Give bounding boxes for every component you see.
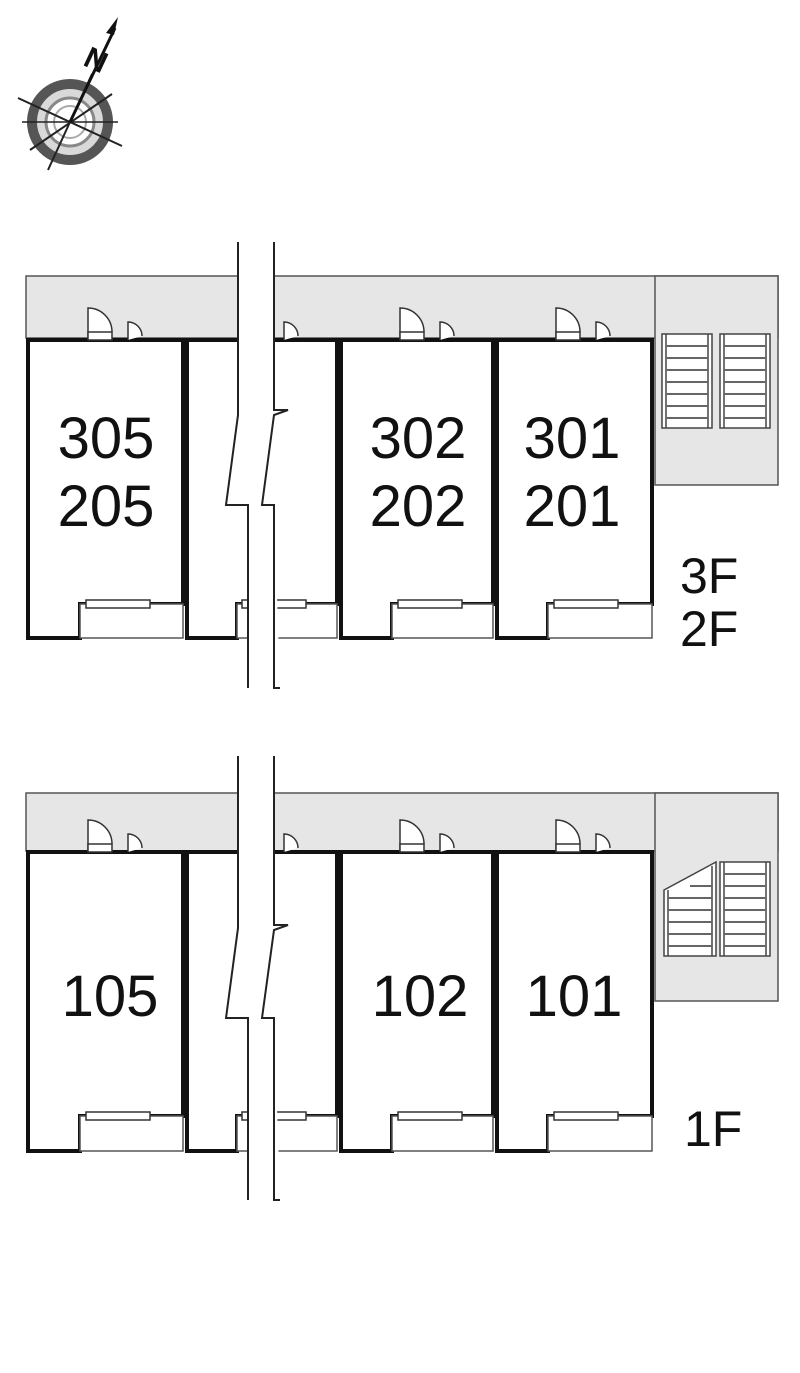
door	[595, 833, 611, 852]
door	[439, 833, 455, 852]
window	[85, 1111, 151, 1121]
door	[595, 321, 611, 340]
door	[127, 321, 143, 340]
omission-break-line-right	[260, 242, 289, 689]
compass-north-letter: N	[79, 41, 113, 80]
unit-number-302: 302	[370, 406, 467, 471]
window	[397, 1111, 463, 1121]
door-step	[399, 331, 425, 341]
floor-label-1f: 1F	[684, 1101, 742, 1157]
unit-number-101: 101	[526, 964, 623, 1029]
upper-floor-plan: 305 205 302 202 301 201 3F 2F	[25, 242, 779, 689]
window	[85, 599, 151, 609]
omission-break-line-right	[260, 756, 289, 1201]
door-step	[555, 843, 581, 853]
door-step	[399, 843, 425, 853]
unit-number-201: 201	[524, 474, 621, 539]
omission-break-line-left	[224, 756, 249, 1200]
unit-number-102: 102	[372, 964, 469, 1029]
balcony	[547, 1115, 653, 1152]
window	[397, 599, 463, 609]
unit-number-301: 301	[524, 406, 621, 471]
unit-number-202: 202	[370, 474, 467, 539]
floor-label-3f: 3F	[680, 548, 738, 604]
balcony	[391, 1115, 494, 1152]
unit-number-205: 205	[58, 474, 155, 539]
door-step	[87, 331, 113, 341]
balcony	[547, 603, 653, 639]
floor-label-2f: 2F	[680, 601, 738, 657]
unit-number-305: 305	[58, 406, 155, 471]
lower-floor-plan: 105 102 101 1F	[25, 756, 779, 1201]
door-step	[555, 331, 581, 341]
balcony	[79, 603, 184, 639]
balcony	[391, 603, 494, 639]
window	[553, 1111, 619, 1121]
staircase-upper	[661, 333, 771, 429]
staircase-lower	[663, 860, 771, 957]
omission-break	[226, 756, 288, 1200]
compass: N	[17, 17, 123, 171]
door	[439, 321, 455, 340]
unit-number-105: 105	[62, 964, 159, 1029]
balcony	[79, 1115, 184, 1152]
omission-break-line-left	[224, 242, 249, 688]
window	[553, 599, 619, 609]
door	[283, 833, 299, 852]
door	[127, 833, 143, 852]
door	[283, 321, 299, 340]
omission-break	[226, 242, 288, 688]
door-step	[87, 843, 113, 853]
